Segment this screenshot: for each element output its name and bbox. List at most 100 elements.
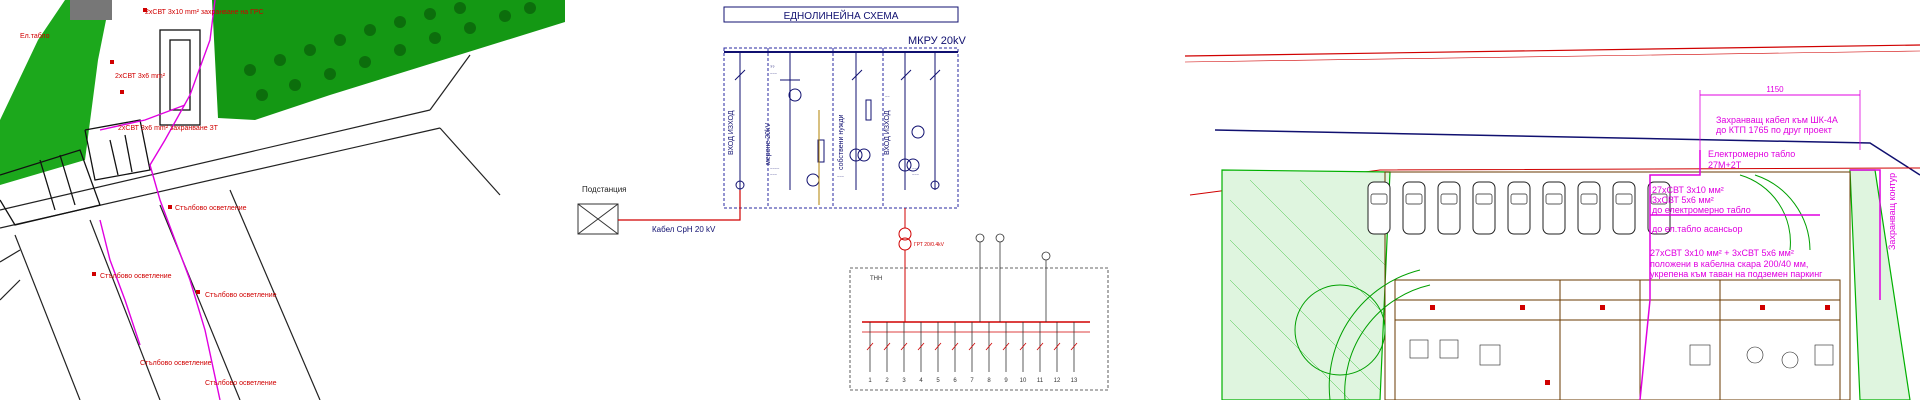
circuit-number: 2	[885, 378, 889, 384]
circuit-breaker	[900, 342, 908, 351]
svg-text:~~~: ~~~	[912, 166, 920, 171]
red-markers	[92, 8, 200, 294]
callouts: Захранващ кабел към ШК-4А до КТП 1765 по…	[1650, 115, 1838, 279]
car-windshield	[1510, 193, 1528, 205]
circuit-number: 6	[953, 378, 957, 384]
parked-car	[1542, 181, 1566, 235]
cell-label: мерене 20kV	[765, 123, 772, 165]
plan-note: Ел.табло	[20, 32, 50, 40]
callout-text: Електромерно табло	[1708, 149, 1795, 159]
car-windshield	[1580, 193, 1598, 205]
transformer-note: ГРТ 20/0.4kV	[914, 242, 945, 248]
callout-text: 3хСВТ 5х6 мм²	[1652, 195, 1714, 205]
plan-note: Стълбово осветление	[205, 379, 277, 387]
car-windshield	[1475, 193, 1493, 205]
component-notes: ??~~~ ~~~~~~~ ~~~~~ ~~~~~~	[770, 64, 920, 179]
right-site-plan: 1150	[1184, 44, 1920, 400]
transformer-symbol	[898, 208, 912, 275]
lawn-hatching	[1229, 179, 1386, 400]
lv-instruments	[975, 233, 1051, 322]
plan-note: Стълбово осветление	[140, 359, 212, 367]
floor-symbols	[1409, 339, 1834, 369]
red-boundary-line	[1184, 50, 1920, 63]
svg-text:~~~: ~~~	[770, 172, 778, 177]
plan-note: Стълбово осветление	[205, 291, 277, 299]
circuit-breaker	[951, 342, 959, 351]
circuit-breaker	[934, 342, 942, 351]
parking-cars	[1367, 181, 1671, 235]
red-symbols	[1430, 305, 1830, 385]
car-windshield	[1440, 193, 1458, 205]
diagram-title: ЕДНОЛИНЕЙНА СХЕМА	[784, 9, 899, 22]
mv-cable-line	[618, 190, 741, 221]
car-windshield	[1370, 193, 1388, 205]
plan-note: Стълбово осветление	[175, 204, 247, 212]
green-lawn-area	[1221, 169, 1391, 400]
cell-label: ВХОД ИЗХОД	[728, 110, 735, 155]
callout-text: положени в кабелна скара 200/40 мм,	[1650, 259, 1808, 269]
substation-cross	[577, 203, 619, 235]
green-roof-area	[212, 0, 565, 120]
panel-label: МКРУ 20kV	[908, 35, 966, 47]
callout-text: до КТП 1765 по друг проект	[1716, 125, 1832, 135]
plan-note: 2xСВТ 3x6 mm² захранване ЗТ	[118, 125, 219, 132]
navy-plot-line	[1214, 129, 1920, 176]
red-boundary-line	[1184, 44, 1920, 57]
callout-text: 27хСВТ 3х10 мм² + 3хСВТ 5х6 мм²	[1650, 248, 1794, 258]
circuit-breaker	[1019, 342, 1027, 351]
circuit-breaker	[866, 342, 874, 351]
cable-runs	[99, 0, 221, 400]
svg-text:~~~: ~~~	[837, 174, 845, 179]
switchgear-symbols	[734, 52, 941, 190]
circuit-number: 4	[919, 378, 923, 384]
vertical-label: Захранващ контур	[1887, 173, 1897, 250]
parked-car	[1402, 181, 1426, 235]
substation-label: Подстанция	[582, 185, 627, 194]
callout-text: укрепена към таван на подземен паркинг	[1650, 269, 1823, 279]
circuit-breaker	[1070, 342, 1078, 351]
lv-panel-frame	[849, 267, 1109, 391]
mv-panel-frame	[723, 47, 959, 209]
plan-notes: Ел.табло 2xСВТ 3x10 mm² захранване на ГР…	[20, 9, 277, 387]
green-lawn-left	[0, 0, 110, 185]
circuit-number: 9	[1004, 378, 1008, 384]
callout-text: до ел.табло асансьор	[1652, 224, 1743, 234]
plan-note: Стълбово осветление	[100, 272, 172, 280]
svg-text:~~~~: ~~~~	[770, 166, 780, 171]
circuit-breaker	[1053, 342, 1061, 351]
ramp-arcs	[1294, 174, 1811, 400]
circuit-breaker	[985, 342, 993, 351]
cable-label: Кабел СрН 20 kV	[652, 225, 716, 234]
building-outlines	[0, 29, 201, 226]
circuit-number: 11	[1037, 378, 1044, 384]
title-box	[723, 6, 959, 23]
circuit-number: 12	[1054, 378, 1061, 384]
parked-car	[1367, 181, 1391, 235]
left-site-plan: Ел.табло 2xСВТ 3x10 mm² захранване на ГР…	[0, 0, 565, 400]
callout-text: 27М+2Т	[1708, 160, 1742, 170]
dimension-value: 1150	[1766, 85, 1784, 94]
hatched-block	[70, 0, 112, 20]
svg-text:~~~: ~~~	[912, 172, 920, 177]
circuit-breaker	[1036, 342, 1044, 351]
parked-car	[1577, 181, 1601, 235]
svg-text:??: ??	[770, 64, 775, 69]
svg-text:~~: ~~	[885, 94, 890, 99]
callout-text: 27хСВТ 3х10 мм²	[1652, 185, 1724, 195]
circuit-number: 1	[868, 378, 872, 384]
circuit-number: 8	[987, 378, 991, 384]
callout-text: до електромерно табло	[1652, 205, 1751, 215]
svg-text:~~~: ~~~	[770, 71, 778, 76]
parked-car	[1437, 181, 1461, 235]
cable-routes	[1639, 150, 1881, 400]
parked-car	[1647, 181, 1671, 235]
circuit-number: 13	[1071, 378, 1078, 384]
building-outline	[1384, 171, 1851, 400]
circuit-number: 5	[936, 378, 940, 384]
plan-note: 2xСВТ 3x10 mm² захранване на ГРС	[145, 9, 264, 16]
car-windshield	[1650, 193, 1668, 205]
circuit-number: 10	[1020, 378, 1027, 384]
car-windshield	[1405, 193, 1423, 205]
tree-dots	[244, 2, 536, 101]
